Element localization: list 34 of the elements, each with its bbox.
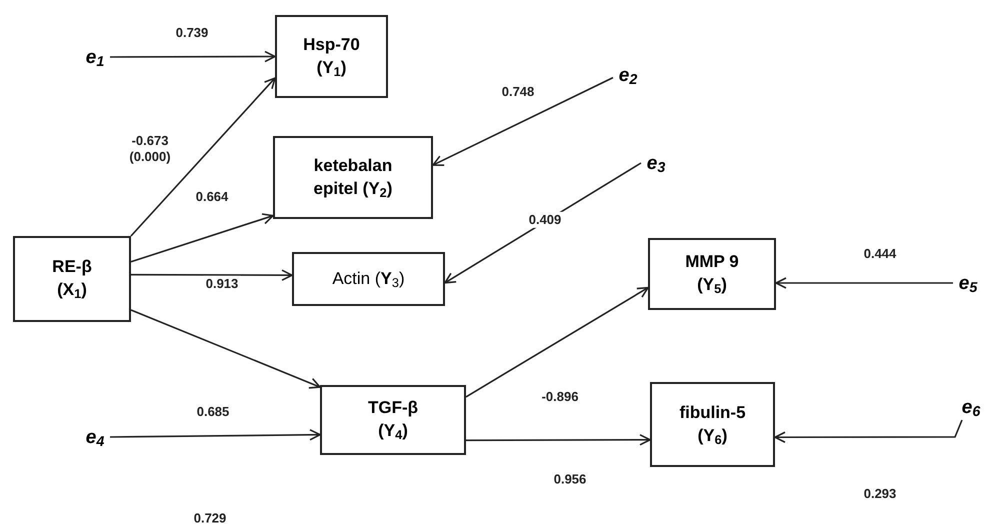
arrow	[775, 277, 953, 289]
variable-box	[13, 236, 131, 322]
variable-name: RE-β (X$_{1}$)	[51, 256, 93, 302]
arrow	[130, 309, 321, 389]
error-term-label: e$_{1}$	[80, 44, 110, 70]
arrow	[130, 77, 276, 237]
variable-box	[650, 382, 775, 467]
variable-name: TGF-β (Y$_{4}$)	[366, 397, 420, 443]
variable-name: MMP 9 (Y$_{5}$)	[684, 251, 740, 297]
variable-name: Actin (Y$_{3}$)	[332, 268, 405, 290]
arrow	[110, 50, 276, 62]
error-term-label: e$_{6}$	[956, 394, 986, 420]
variable-box	[292, 252, 445, 306]
arrow	[466, 434, 651, 446]
edge-label: 0.409	[526, 212, 564, 228]
coefficient-label: 0.956	[554, 470, 586, 488]
arrow	[466, 286, 649, 398]
variable-box	[273, 136, 433, 219]
error-term-label: e$_{5}$	[953, 270, 983, 296]
error-term-label: e$_{2}$	[613, 62, 643, 88]
error-term-label: e$_{3}$	[641, 150, 671, 176]
variable-name: ketebalan epitel (Y$_{2}$)	[312, 154, 394, 200]
arrow	[432, 76, 614, 166]
variable-name: Hsp-70 (Y$_{1}$)	[302, 34, 361, 80]
variable-box	[320, 385, 466, 455]
variable-name: fibulin-5 (Y$_{6}$)	[678, 402, 747, 448]
coefficient-label: 0.729	[194, 509, 226, 528]
error-term-label: e$_{4}$	[80, 424, 110, 450]
arrow	[774, 420, 963, 444]
variable-box	[648, 238, 776, 310]
arrow	[130, 213, 274, 263]
arrow	[110, 429, 321, 441]
variable-box	[275, 15, 388, 98]
arrow	[131, 269, 293, 281]
